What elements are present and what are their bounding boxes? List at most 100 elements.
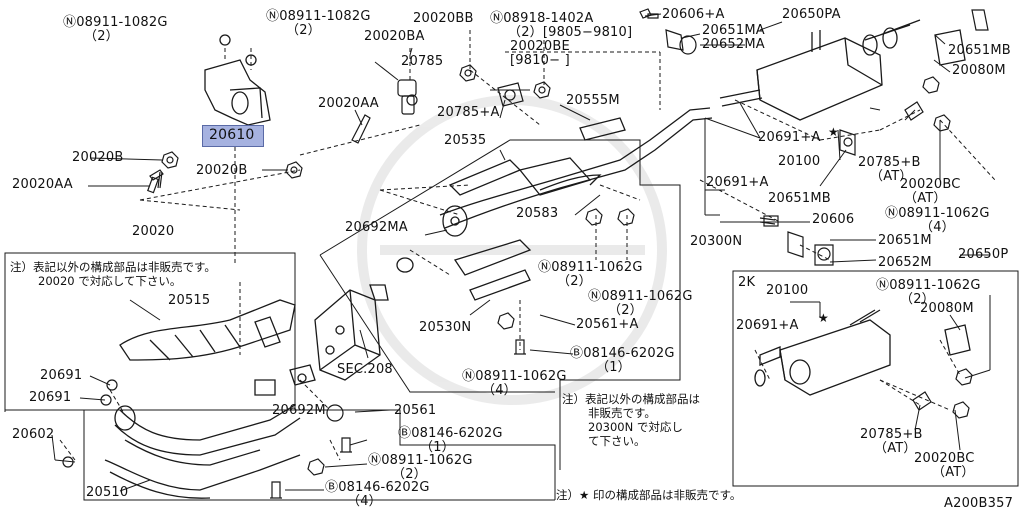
- part-label[interactable]: 20691+A: [758, 130, 821, 145]
- part-label[interactable]: 20020: [132, 224, 175, 239]
- note-mid-line1: 注）表記以外の構成部品は: [562, 392, 700, 406]
- part-label[interactable]: 20300N: [690, 234, 743, 249]
- part-label[interactable]: 20651MB: [768, 191, 831, 206]
- part-qty: [9810− ]: [510, 53, 570, 68]
- center-tube-group-box: [319, 139, 681, 470]
- part-label[interactable]: 20561+A: [576, 317, 639, 332]
- part-label[interactable]: Ⓝ08911-1062G: [462, 369, 567, 384]
- part-label[interactable]: 20100: [766, 283, 809, 298]
- section-label-2k: 2K: [738, 275, 756, 290]
- part-label[interactable]: 20510: [86, 485, 129, 500]
- part-label[interactable]: 20080M: [920, 301, 974, 316]
- part-label[interactable]: 20602: [12, 427, 55, 442]
- part-label[interactable]: Ⓝ08911-1062G: [876, 278, 981, 293]
- part-label[interactable]: Ⓝ08911-1082G: [266, 9, 371, 24]
- section-ref-sec208[interactable]: SEC.208: [337, 362, 393, 377]
- catalyst-converter: [119, 299, 296, 361]
- part-label[interactable]: 20691+A: [706, 175, 769, 190]
- part-label[interactable]: 20652M: [878, 255, 932, 270]
- part-label[interactable]: 20691: [29, 390, 72, 405]
- center-pipe: [396, 107, 713, 301]
- part-label[interactable]: 20530N: [419, 320, 472, 335]
- muffler-2k-box: [732, 270, 1019, 487]
- note-mid-line2: 非販売です。: [588, 406, 656, 420]
- part-label[interactable]: Ⓑ08146-6202G: [570, 346, 675, 361]
- part-label[interactable]: 20583: [516, 206, 559, 221]
- part-label[interactable]: 20020BC: [900, 177, 961, 192]
- part-label[interactable]: 20785: [401, 54, 444, 69]
- part-label[interactable]: 20652MA: [702, 37, 765, 52]
- part-qty: （2）: [557, 274, 592, 289]
- part-label[interactable]: 20691+A: [736, 318, 799, 333]
- part-qty: （AT）: [874, 441, 917, 456]
- part-label[interactable]: 20606: [812, 212, 855, 227]
- part-label-highlighted[interactable]: 20610: [209, 127, 255, 143]
- part-qty: （2）[9805−9810]: [508, 25, 633, 40]
- note-mid-line4: て下さい。: [588, 434, 646, 448]
- part-label[interactable]: 20606+A: [662, 7, 725, 22]
- part-qty: （2）: [392, 467, 427, 482]
- part-label[interactable]: 20692M: [272, 403, 326, 418]
- part-qty: （4）: [347, 494, 382, 509]
- part-label[interactable]: 20785+A: [437, 105, 500, 120]
- part-label[interactable]: 20561: [394, 403, 437, 418]
- star-mark-1: ★: [828, 125, 839, 139]
- part-label[interactable]: Ⓑ08146-6202G: [398, 426, 503, 441]
- main-muffler: [719, 19, 966, 121]
- note-left-line1: 注）表記以外の構成部品は非販売です。: [10, 260, 216, 274]
- part-label[interactable]: 20020AA: [12, 177, 73, 192]
- bracket-20610: [204, 34, 271, 126]
- part-label[interactable]: Ⓝ08911-1062G: [368, 453, 473, 468]
- part-label[interactable]: 20020BB: [413, 11, 474, 26]
- part-qty: （4）: [920, 220, 955, 235]
- part-label[interactable]: 20785+B: [860, 427, 923, 442]
- part-label[interactable]: 20555M: [566, 93, 620, 108]
- part-label[interactable]: 20650P: [958, 247, 1009, 262]
- highlighted-part-20610[interactable]: [202, 125, 264, 147]
- note-left-line2: 20020 で対応して下さい。: [38, 274, 182, 288]
- part-qty: （2）: [900, 292, 935, 307]
- part-label[interactable]: 20515: [168, 293, 211, 308]
- part-label[interactable]: Ⓝ08911-1062G: [885, 206, 990, 221]
- part-label[interactable]: 20020AA: [318, 96, 379, 111]
- part-label[interactable]: 20691: [40, 368, 83, 383]
- part-label[interactable]: Ⓝ08911-1082G: [63, 15, 168, 30]
- part-label[interactable]: Ⓝ08911-1062G: [538, 260, 643, 275]
- part-label[interactable]: 20100: [778, 154, 821, 169]
- part-label[interactable]: 20535: [444, 133, 487, 148]
- part-qty: （1）: [420, 440, 455, 455]
- part-qty: （2）: [608, 303, 643, 318]
- note-mid-line3: 20300N で対応し: [588, 420, 683, 434]
- star-mark-2: ★: [818, 311, 829, 325]
- part-label[interactable]: 20020B: [72, 150, 124, 165]
- part-label[interactable]: 20651MA: [702, 23, 765, 38]
- part-label[interactable]: 20020BA: [364, 29, 425, 44]
- part-qty: （4）: [482, 383, 517, 398]
- part-label[interactable]: 20651MB: [948, 43, 1011, 58]
- part-qty: （AT）: [932, 465, 975, 480]
- catalyst-group-box: [4, 252, 296, 411]
- part-label[interactable]: 20020BE: [510, 39, 570, 54]
- part-label[interactable]: 20650PA: [782, 7, 841, 22]
- part-label[interactable]: Ⓝ08918-1402A: [490, 11, 594, 26]
- fasteners: [62, 8, 989, 499]
- part-label[interactable]: 20020B: [196, 163, 248, 178]
- muffler-2k: [754, 309, 971, 396]
- part-qty: （AT）: [870, 169, 913, 184]
- part-label[interactable]: Ⓑ08146-6202G: [325, 480, 430, 495]
- part-qty: （1）: [596, 360, 631, 375]
- part-label[interactable]: 20651M: [878, 233, 932, 248]
- part-label[interactable]: 20080M: [952, 63, 1006, 78]
- part-qty: （AT）: [904, 191, 947, 206]
- part-label[interactable]: 20692MA: [345, 220, 408, 235]
- part-label[interactable]: 20020BC: [914, 451, 975, 466]
- front-tube-group-box: [83, 410, 555, 501]
- part-qty: （2）: [286, 23, 321, 38]
- part-label[interactable]: 20785+B: [858, 155, 921, 170]
- part-qty: （2）: [84, 29, 119, 44]
- diagram-code: A200B357: [944, 496, 1014, 511]
- front-tube: [104, 364, 316, 499]
- part-label[interactable]: Ⓝ08911-1062G: [588, 289, 693, 304]
